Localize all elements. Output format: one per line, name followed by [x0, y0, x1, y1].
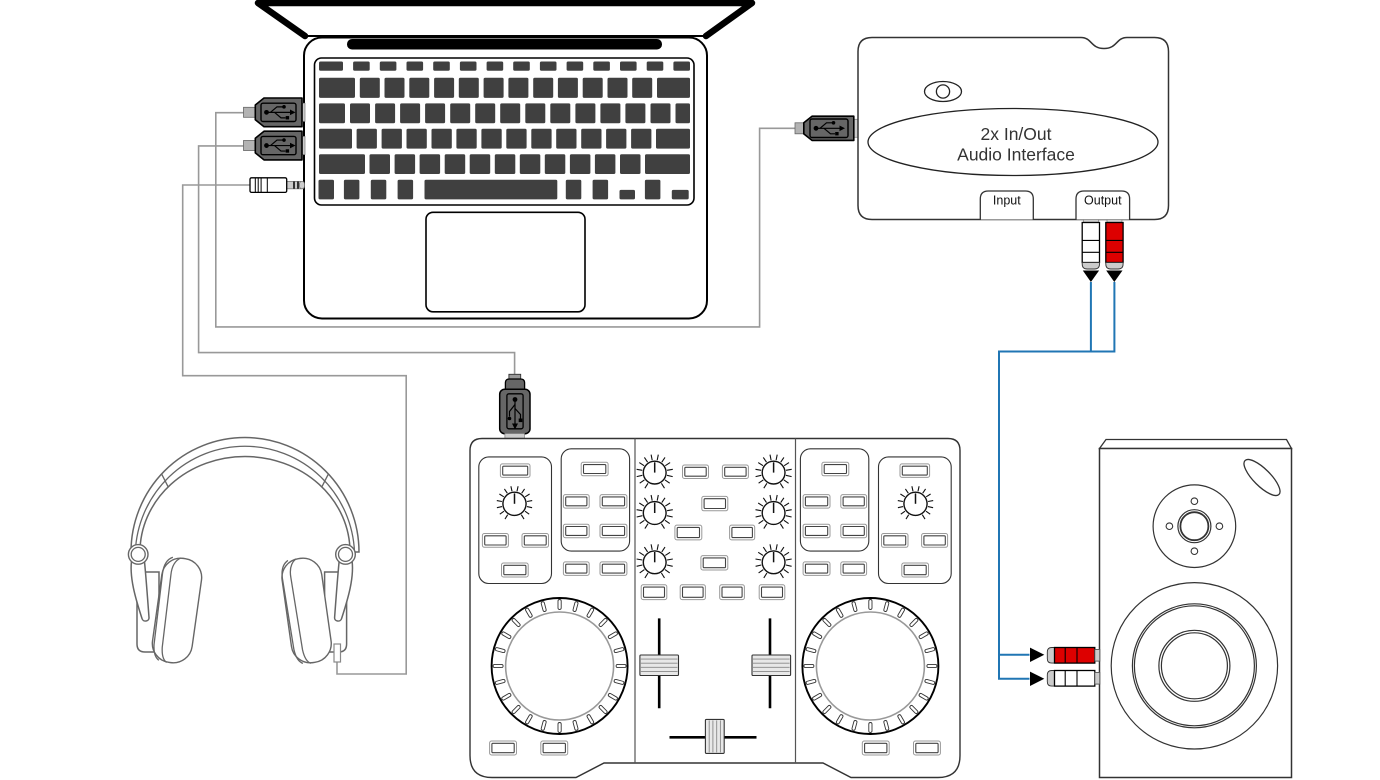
svg-text:Output: Output [1084, 194, 1122, 208]
svg-text:Input: Input [993, 194, 1021, 208]
svg-text:2x In/Out: 2x In/Out [980, 124, 1051, 144]
svg-text:Audio Interface: Audio Interface [957, 145, 1075, 165]
